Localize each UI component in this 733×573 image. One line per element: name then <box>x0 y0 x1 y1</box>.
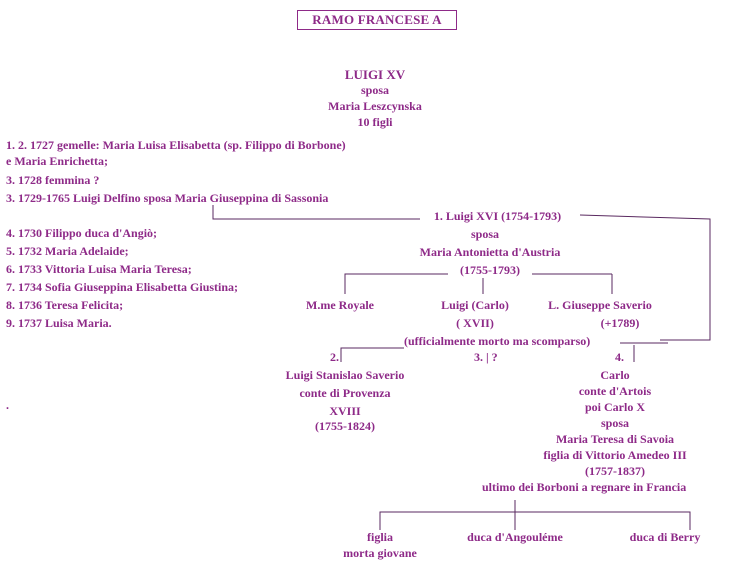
xvi-name: 1. Luigi XVI (1754-1793) <box>433 209 562 223</box>
delfino-connector <box>212 205 420 220</box>
provenza-years: (1755-1824) <box>315 419 375 433</box>
child-line-5: 4. 1730 Filippo duca d'Angiò; <box>6 226 158 240</box>
child-berry: duca di Berry <box>629 530 701 544</box>
artois-children-bar <box>379 511 691 530</box>
child-saverio-name: L. Giuseppe Saverio <box>548 298 652 312</box>
xvi-sposa: sposa <box>470 227 499 241</box>
xvi-wife: Maria Antonietta d'Austria <box>419 245 561 259</box>
xvi-children-bar <box>344 273 448 294</box>
child-figlia: figlia <box>367 530 393 544</box>
brothers-connector-left <box>340 347 404 362</box>
root-name: LUIGI XV <box>344 67 406 82</box>
provenza-title: conte di Provenza <box>299 386 391 400</box>
artois-later: poi Carlo X <box>585 400 645 414</box>
child-line-7: 6. 1733 Vittoria Luisa Maria Teresa; <box>6 262 192 276</box>
xvi-wife-years: (1755-1793) <box>460 263 520 277</box>
provenza-reign: XVIII <box>329 404 361 418</box>
third-brother: 3. | ? <box>474 350 498 364</box>
child-line-2: e Maria Enrichetta; <box>6 154 108 168</box>
child-line-6: 5. 1732 Maria Adelaide; <box>6 244 129 258</box>
child-line-10: 9. 1737 Luisa Maria. <box>6 316 112 330</box>
child-carlo-num: ( XVII) <box>456 316 494 330</box>
child-angouleme: duca d'Angouléme <box>467 530 563 544</box>
artois-name: Carlo <box>600 368 630 382</box>
root-sposa: sposa <box>360 83 389 97</box>
carlo-note: (ufficialmente morto ma scomparso) <box>404 334 591 348</box>
child-saverio-years: (+1789) <box>600 316 640 330</box>
artois-num: 4. <box>615 350 624 364</box>
child-line-8: 7. 1734 Sofia Giuseppina Elisabetta Gius… <box>6 280 239 294</box>
child-line-9: 8. 1736 Teresa Felicita; <box>6 298 124 312</box>
root-wife: Maria Leszcynska <box>328 99 422 113</box>
stray-mark: . <box>6 398 9 412</box>
xvi-right-connector <box>579 214 711 341</box>
child-figlia-note: morta giovane <box>343 546 417 560</box>
artois-title: conte d'Artois <box>578 384 652 398</box>
artois-years: (1757-1837) <box>585 464 645 478</box>
artois-sposa: sposa <box>600 416 629 430</box>
artois-wife-father: figlia di Vittorio Amedeo III <box>543 448 687 462</box>
artois-note: ultimo dei Borboni a regnare in Francia <box>482 480 687 494</box>
root-children-count: 10 figli <box>357 115 393 129</box>
child-royale: M.me Royale <box>306 298 374 312</box>
child-line-4: 3. 1729-1765 Luigi Delfino sposa Maria G… <box>6 191 329 205</box>
child-line-3: 3. 1728 femmina ? <box>6 173 100 187</box>
child-line-1: 1. 2. 1727 gemelle: Maria Luisa Elisabet… <box>6 138 346 152</box>
artois-wife: Maria Teresa di Savoia <box>555 432 675 446</box>
provenza-name: Luigi Stanislao Saverio <box>285 368 405 382</box>
page-title: RAMO FRANCESE A <box>297 10 457 30</box>
child-carlo-name: Luigi (Carlo) <box>441 298 509 312</box>
provenza-num: 2. <box>330 350 339 364</box>
